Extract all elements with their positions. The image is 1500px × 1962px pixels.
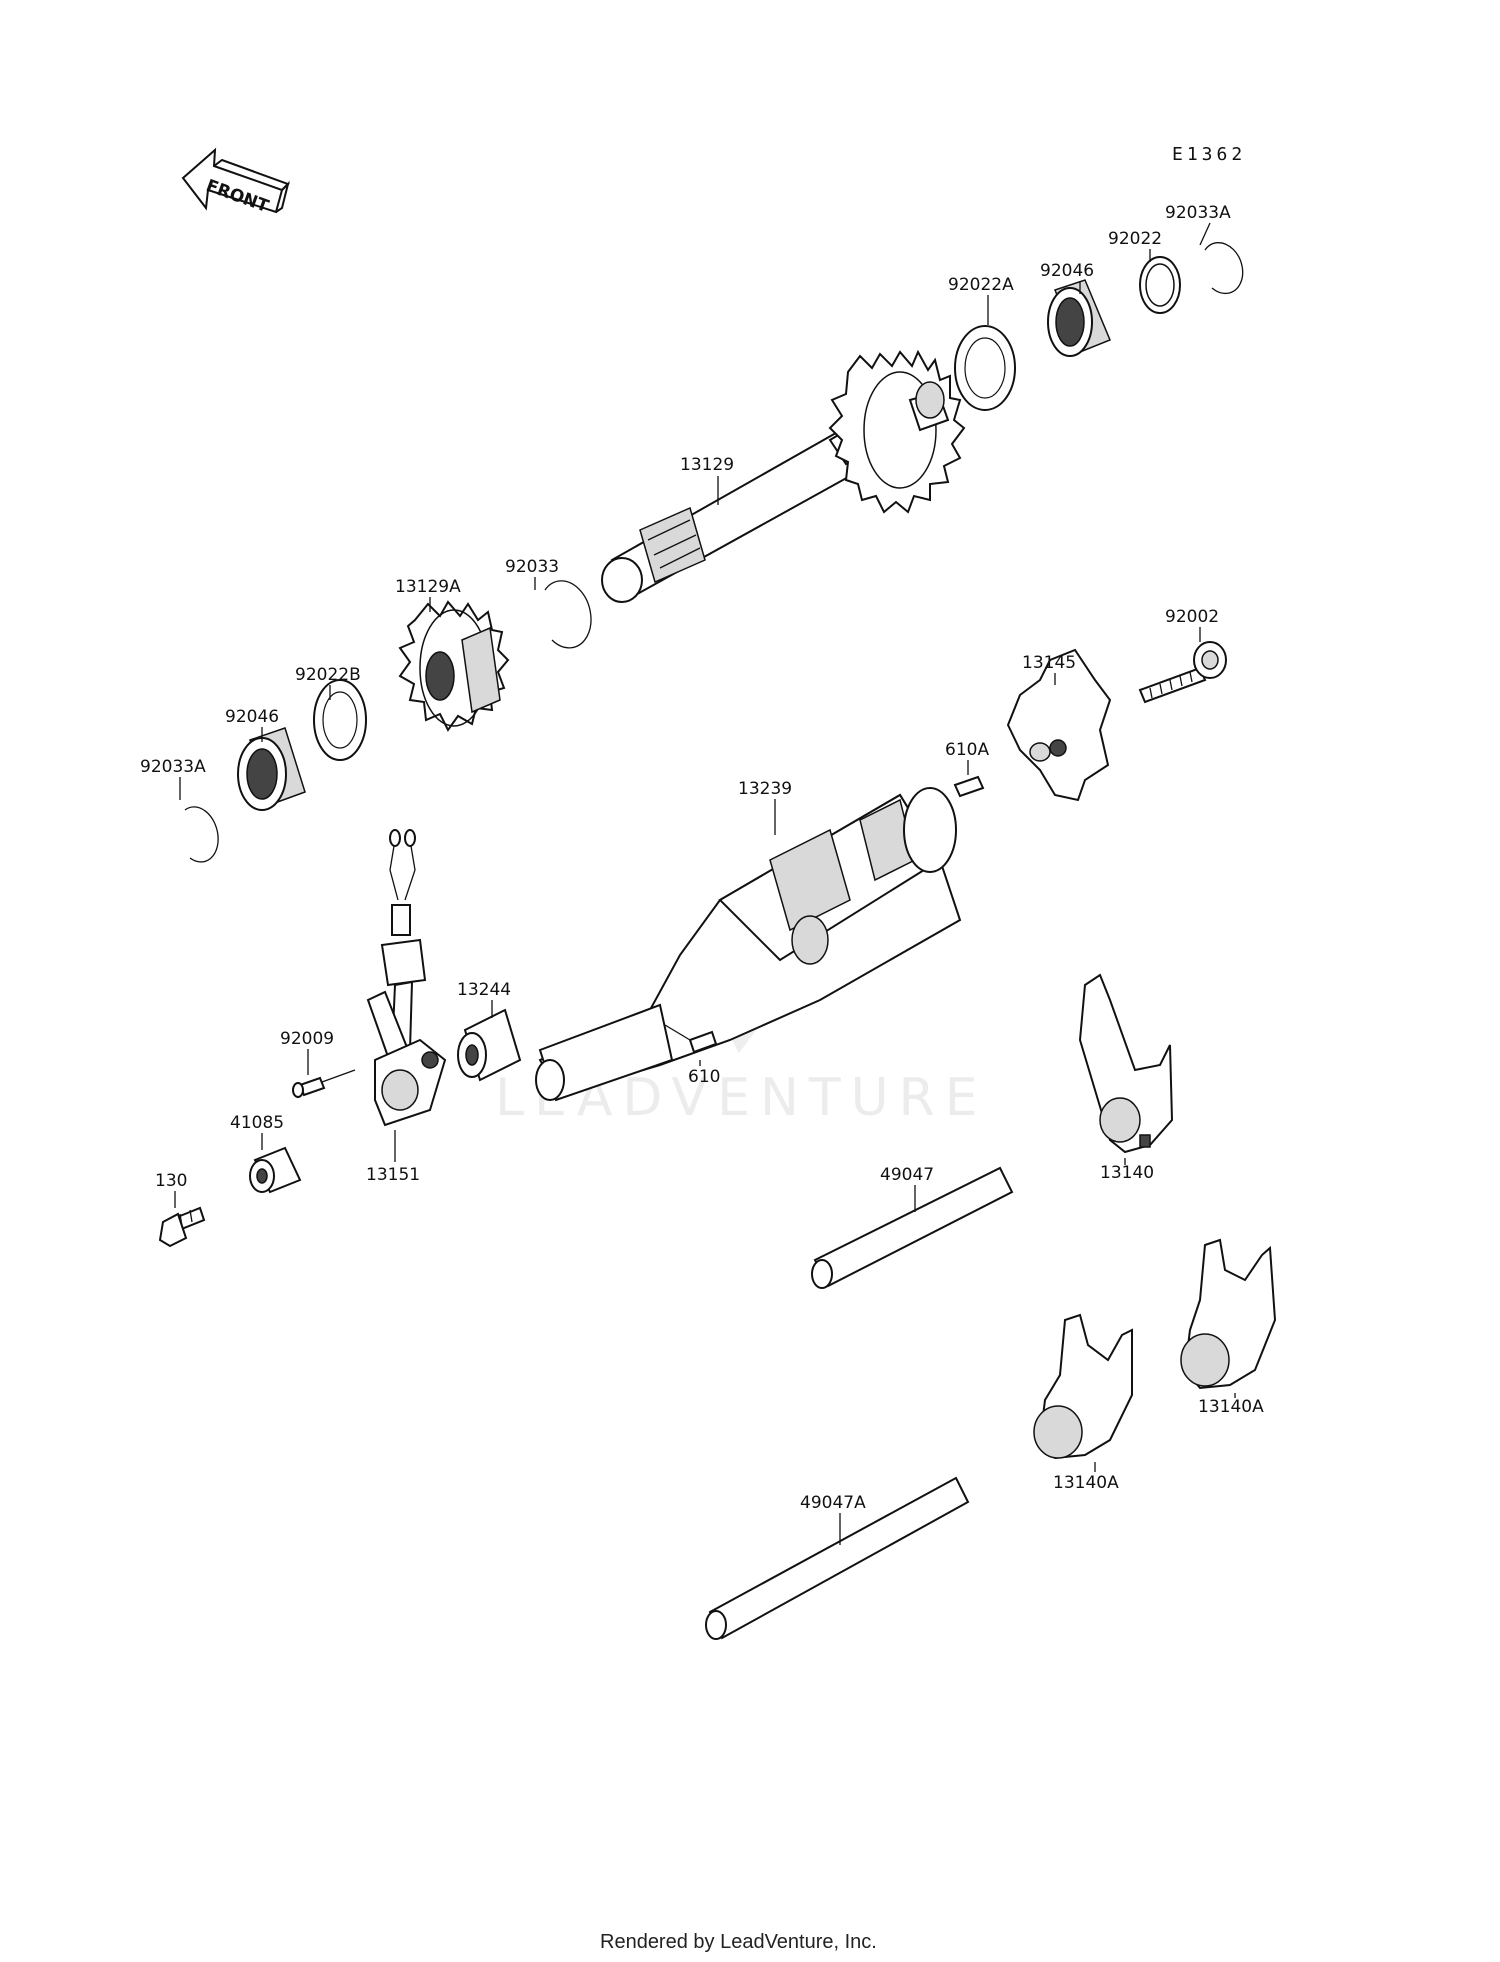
label-130: 130 — [155, 1171, 187, 1191]
needle-bearing-92046-left — [237, 727, 306, 811]
gear-13129A — [398, 600, 510, 732]
label-13140A-left: 13140A — [1053, 1473, 1119, 1493]
shift-fork-13140A-left — [1033, 1313, 1133, 1460]
label-41085: 41085 — [230, 1113, 284, 1133]
label-49047: 49047 — [880, 1165, 934, 1185]
label-92022A: 92022A — [948, 275, 1014, 295]
needle-bearing-92046-top — [1047, 279, 1111, 357]
shift-drum-cam-13145 — [1006, 648, 1112, 802]
label-92046-top: 92046 — [1040, 261, 1094, 281]
collar-41085 — [249, 1146, 302, 1194]
label-92022B: 92022B — [295, 665, 361, 685]
label-13151: 13151 — [366, 1165, 420, 1185]
label-49047A: 49047A — [800, 1493, 866, 1513]
label-13140: 13140 — [1100, 1163, 1154, 1183]
washer-92022B — [313, 679, 367, 761]
front-arrow-icon: FRONT — [181, 147, 290, 217]
label-13140A-right: 13140A — [1198, 1397, 1264, 1417]
label-92033A-left: 92033A — [140, 757, 206, 777]
label-13129: 13129 — [680, 455, 734, 475]
label-13145: 13145 — [1022, 653, 1076, 673]
label-92022-top: 92022 — [1108, 229, 1162, 249]
diagram-code: E1362 — [1172, 144, 1246, 165]
label-92033A-top: 92033A — [1165, 203, 1231, 223]
bolt-130 — [158, 1206, 206, 1248]
shaft-rod-49047A — [705, 1476, 970, 1640]
label-13244: 13244 — [457, 980, 511, 1000]
label-610: 610 — [688, 1067, 720, 1087]
shaft-13129 — [601, 349, 966, 603]
cam-13244 — [457, 1008, 522, 1082]
footer-credit: Rendered by LeadVenture, Inc. — [600, 1931, 877, 1953]
shift-drum-13239 — [535, 787, 962, 1102]
washer-92022A — [954, 325, 1016, 411]
circlip-92033A-top — [1204, 242, 1244, 295]
shift-arm-13151 — [366, 829, 447, 1127]
shift-fork-13140 — [1078, 973, 1174, 1154]
label-92002: 92002 — [1165, 607, 1219, 627]
label-13239: 13239 — [738, 779, 792, 799]
circlip-92033A-left — [184, 806, 219, 863]
label-92046-left: 92046 — [225, 707, 279, 727]
screw-92009 — [292, 1069, 356, 1098]
label-13129A: 13129A — [395, 577, 461, 597]
circlip-92033 — [544, 580, 592, 649]
pin-610A — [953, 775, 985, 798]
label-610A: 610A — [945, 740, 989, 760]
label-92033: 92033 — [505, 557, 559, 577]
pin-610 — [688, 1030, 718, 1054]
bolt-92002 — [1138, 641, 1227, 704]
label-92009: 92009 — [280, 1029, 334, 1049]
shaft-rod-49047 — [811, 1166, 1014, 1289]
shift-fork-13140A-right — [1180, 1238, 1277, 1390]
washer-92022 — [1139, 256, 1181, 314]
